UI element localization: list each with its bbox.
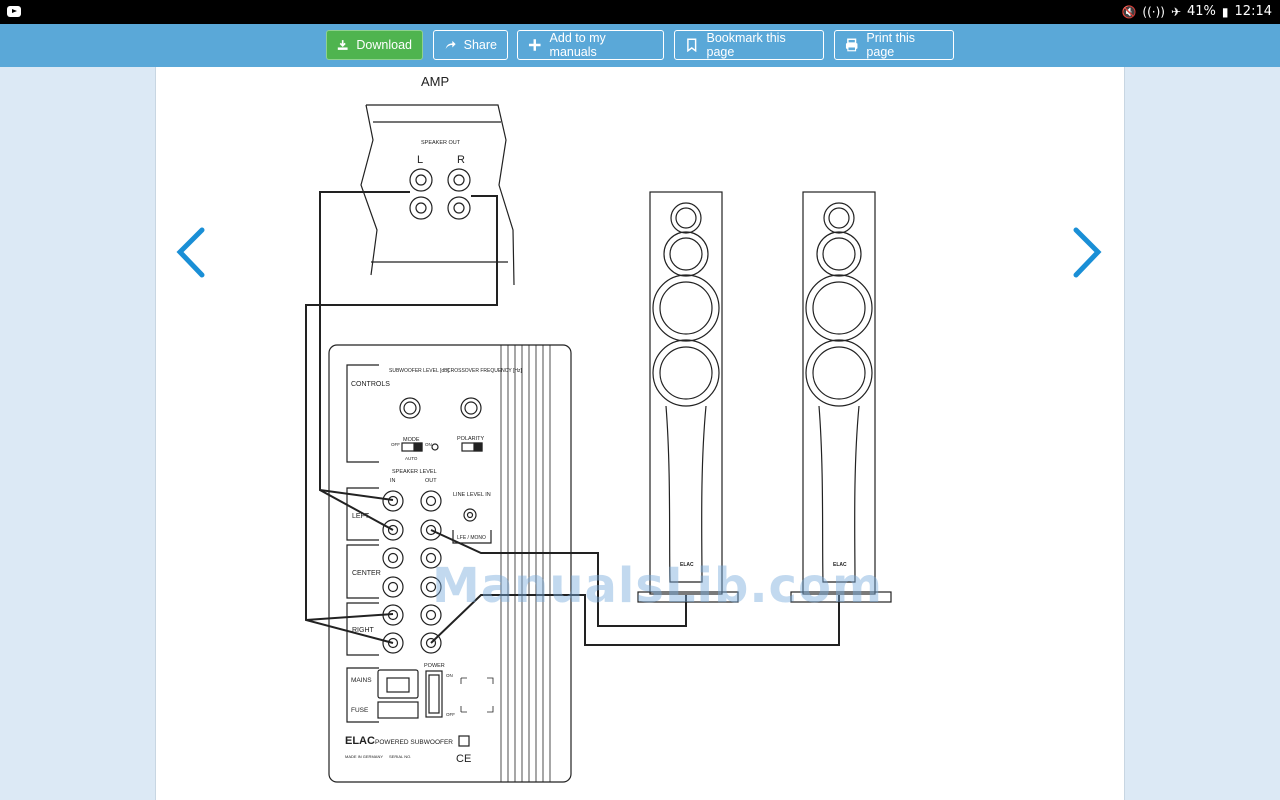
ce-mark: CE	[456, 753, 471, 765]
battery-icon: ▮	[1221, 4, 1229, 19]
power-off-label: OFF	[446, 712, 455, 717]
share-label: Share	[463, 38, 497, 52]
lfe-mono-label: LFE / MONO	[457, 535, 486, 541]
made-in-label: MADE IN GERMANY	[345, 754, 383, 759]
mode-label: MODE	[403, 437, 420, 443]
crossover-label: CROSSOVER FREQUENCY [Hz]	[447, 368, 523, 374]
download-button[interactable]: Download	[326, 30, 423, 60]
bookmark-button[interactable]: Bookmark this page	[674, 30, 824, 60]
wifi-icon: ((·))	[1142, 4, 1165, 19]
download-icon	[337, 40, 348, 50]
manual-page: AMP SPEAKER OUT L R	[155, 67, 1125, 800]
amp-l-label: L	[417, 154, 423, 166]
center-channel-label: CENTER	[352, 570, 381, 577]
amp-r-label: R	[457, 154, 465, 166]
share-icon	[445, 40, 456, 50]
youtube-icon	[7, 6, 21, 17]
subwoofer-level-label: SUBWOOFER LEVEL [dB]	[389, 368, 449, 374]
svg-text:ELAC: ELAC	[833, 562, 847, 568]
amp-label: AMP	[421, 74, 449, 89]
download-label: Download	[356, 38, 412, 52]
floor-speaker-left: ELAC	[637, 191, 739, 603]
powered-subwoofer-label: POWERED SUBWOOFER	[375, 739, 453, 746]
airplane-icon: ✈	[1170, 4, 1182, 19]
mode-off-label: OFF	[391, 442, 400, 447]
bookmark-icon	[687, 38, 697, 52]
controls-label: CONTROLS	[351, 381, 390, 388]
previous-page-arrow-icon[interactable]	[170, 225, 210, 285]
wiring-diagram: AMP SPEAKER OUT L R	[305, 74, 892, 783]
watermark: ManualsLib.com	[432, 558, 883, 614]
print-button[interactable]: Print this page	[834, 30, 954, 60]
power-on-label: ON	[446, 673, 453, 678]
mute-icon: 🔇	[1121, 4, 1137, 19]
battery-percent: 41%	[1187, 4, 1216, 19]
speaker-level-label: SPEAKER LEVEL	[392, 469, 437, 475]
speaker-out-label: SPEAKER OUT	[421, 140, 461, 146]
in-label: IN	[390, 478, 396, 484]
power-label: POWER	[424, 663, 445, 669]
manual-toolbar: Download Share Add to my manuals Bookmar…	[0, 24, 1280, 67]
add-to-manuals-button[interactable]: Add to my manuals	[517, 30, 664, 60]
share-button[interactable]: Share	[433, 30, 508, 60]
status-bar: 🔇 ((·)) ✈ 41% ▮ 12:14	[0, 0, 1280, 24]
polarity-label: POLARITY	[457, 436, 485, 442]
fuse-label: FUSE	[351, 707, 369, 714]
floor-speaker-right: ELAC	[790, 191, 892, 603]
left-channel-label: LEFT	[352, 513, 370, 520]
print-label: Print this page	[866, 31, 916, 59]
bookmark-label: Bookmark this page	[706, 31, 786, 59]
serial-label: SERIAL NO.	[389, 754, 411, 759]
line-level-in-label: LINE LEVEL IN	[453, 492, 491, 498]
plus-icon	[528, 39, 541, 51]
print-icon	[845, 38, 858, 52]
svg-text:ELAC: ELAC	[680, 562, 694, 568]
mode-on-label: ON	[425, 442, 432, 447]
add-label: Add to my manuals	[549, 31, 606, 59]
next-page-arrow-icon[interactable]	[1068, 225, 1108, 285]
right-channel-label: RIGHT	[352, 627, 375, 634]
clock: 12:14	[1234, 4, 1272, 19]
mode-auto-label: AUTO	[405, 456, 418, 461]
mains-label: MAINS	[351, 677, 372, 684]
out-label: OUT	[425, 478, 437, 484]
elac-logo: ELAC	[345, 735, 375, 747]
